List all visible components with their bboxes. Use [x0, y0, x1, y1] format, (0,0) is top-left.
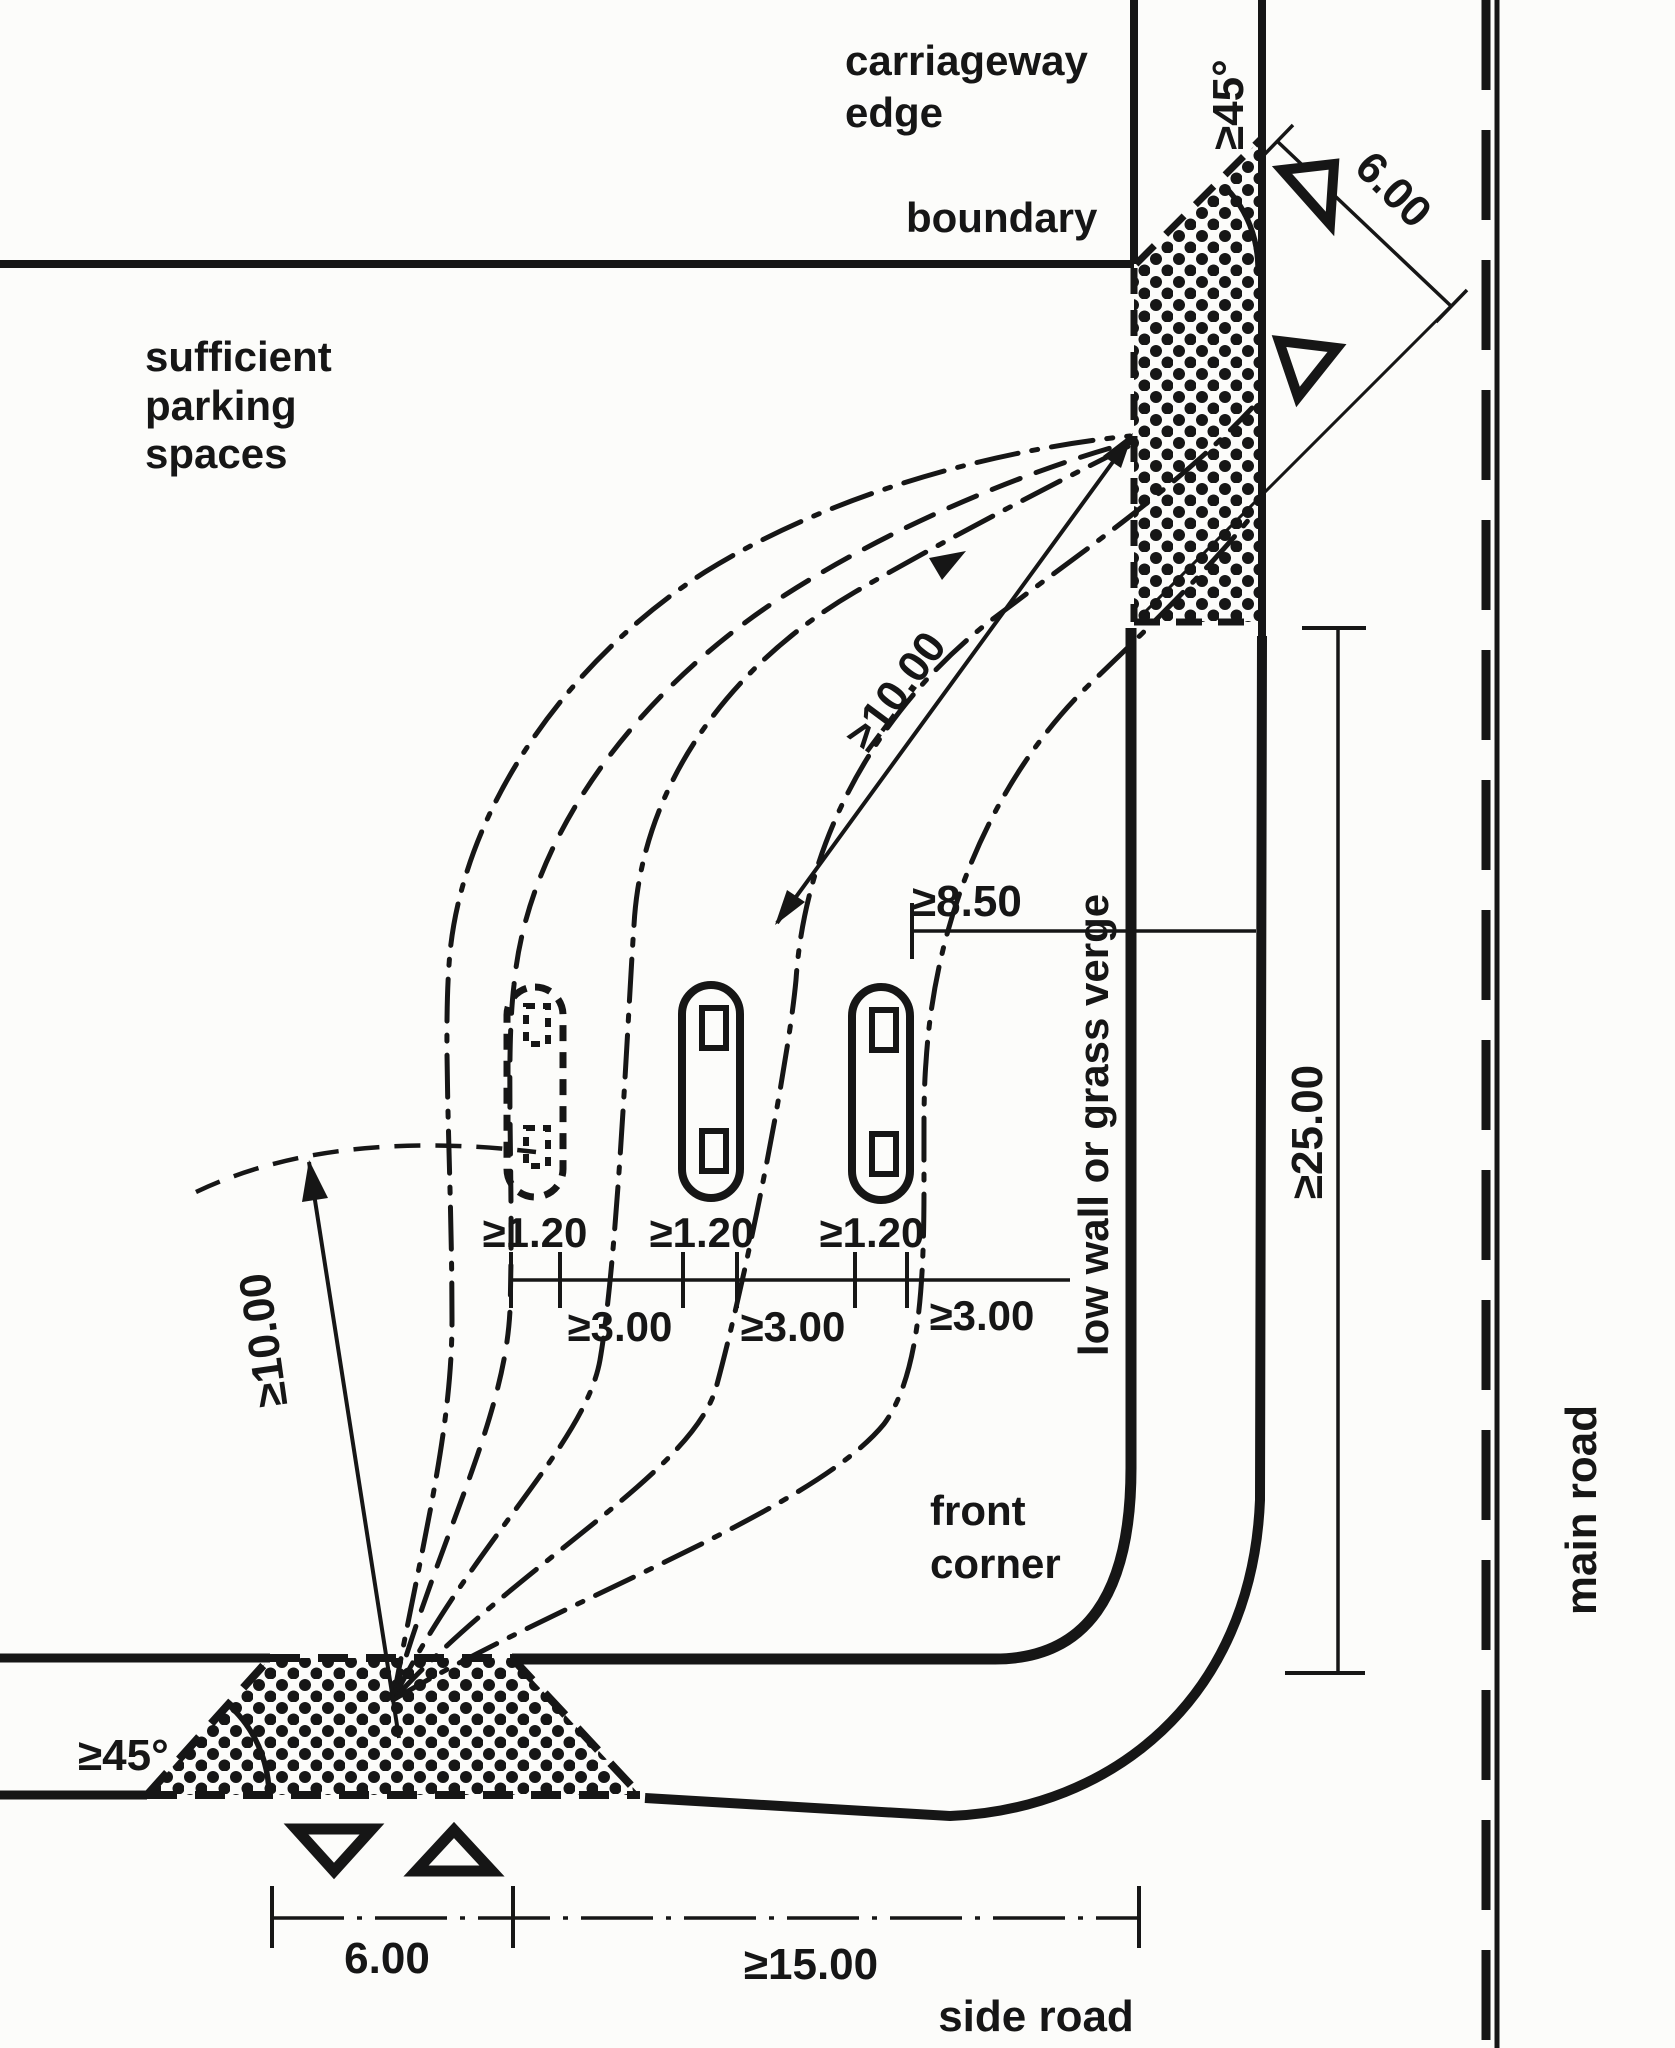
- arrowhead-path-icon: [929, 551, 966, 580]
- give-way-marking-icon: [283, 1823, 385, 1880]
- visibility-splay-hatch: [147, 1658, 640, 1795]
- corner-clearance-side-label: ≥15.00: [744, 1940, 878, 1989]
- access-width-side-label: 6.00: [344, 1934, 430, 1983]
- angle-arc-side: [229, 1705, 272, 1795]
- car-symbol-ghost: [503, 983, 567, 1201]
- vehicle-path-2-dashed: [390, 439, 1135, 1703]
- front-corner-wall-kerb: [512, 628, 1137, 1665]
- front-corner-label-line1: front: [930, 1487, 1026, 1534]
- car-symbol: [848, 983, 914, 1204]
- carriageway-edge-label-line2: edge: [845, 89, 943, 136]
- sight-line-side: [307, 1161, 401, 1739]
- parking-note-line3: spaces: [145, 430, 287, 477]
- dim-tick: [1260, 123, 1295, 159]
- arrowhead-side-icon: [302, 1160, 328, 1202]
- boundary-label: boundary: [906, 194, 1098, 241]
- stall-gap-label: ≥3.00: [741, 1303, 846, 1350]
- side-road-label: side road: [938, 1992, 1134, 2041]
- main-road-label: main road: [1557, 1405, 1606, 1615]
- angle-arc-main: [1225, 188, 1261, 267]
- verge-note-label: low wall or grass verge: [1070, 894, 1117, 1356]
- frontage-clearance-label: ≥25.00: [1283, 1065, 1332, 1199]
- give-way-marking-icon: [1271, 335, 1347, 408]
- car-symbol: [678, 981, 744, 1202]
- access-strip-hatch: [1134, 138, 1262, 622]
- vehicle-path-3: [390, 441, 1136, 1703]
- parking-setback-label: ≥8.50: [912, 877, 1022, 926]
- access-width-main-label: 6.00: [1346, 142, 1441, 237]
- vehicle-path-1: [390, 433, 1133, 1703]
- side-road-south-kerb-bellmouth: [644, 635, 1267, 1822]
- stall-width-label: ≥1.20: [483, 1209, 588, 1256]
- angle-main-label: ≥45°: [1204, 59, 1253, 150]
- arrowhead-main-bottom-icon: [775, 890, 805, 925]
- sight-line-main: [775, 435, 1133, 925]
- give-way-marking-icon: [403, 1821, 505, 1877]
- stall-width-label: ≥1.20: [650, 1209, 755, 1256]
- access-strip-top-diagonal-edge: [1133, 135, 1265, 267]
- give-way-marking-icon: [1271, 158, 1340, 237]
- vehicle-path-5: [390, 515, 1253, 1703]
- carriageway-edge-label-line1: carriageway: [845, 37, 1088, 84]
- stall-width-label: ≥1.20: [820, 1209, 925, 1256]
- vehicle-path-4: [390, 405, 1255, 1703]
- sight-distance-side-label: ≥10.00: [230, 1270, 297, 1410]
- splay-right-slope-edge: [509, 1655, 643, 1798]
- angle-side-label: ≥45°: [78, 1731, 169, 1780]
- sight-distance-main-label: ≥10.00: [837, 623, 956, 760]
- stall-gap-label: ≥3.00: [930, 1292, 1035, 1339]
- parking-note-line2: parking: [145, 382, 297, 429]
- dim-leader-access-main: [1138, 304, 1453, 619]
- parking-note-line1: sufficient: [145, 333, 332, 380]
- front-corner-label-line2: corner: [930, 1540, 1061, 1587]
- sight-arc-side: [195, 1143, 537, 1195]
- arrowhead-main-top-icon: [1103, 433, 1133, 468]
- splay-left-slope-edge: [144, 1655, 273, 1798]
- stall-gap-label: ≥3.00: [568, 1303, 673, 1350]
